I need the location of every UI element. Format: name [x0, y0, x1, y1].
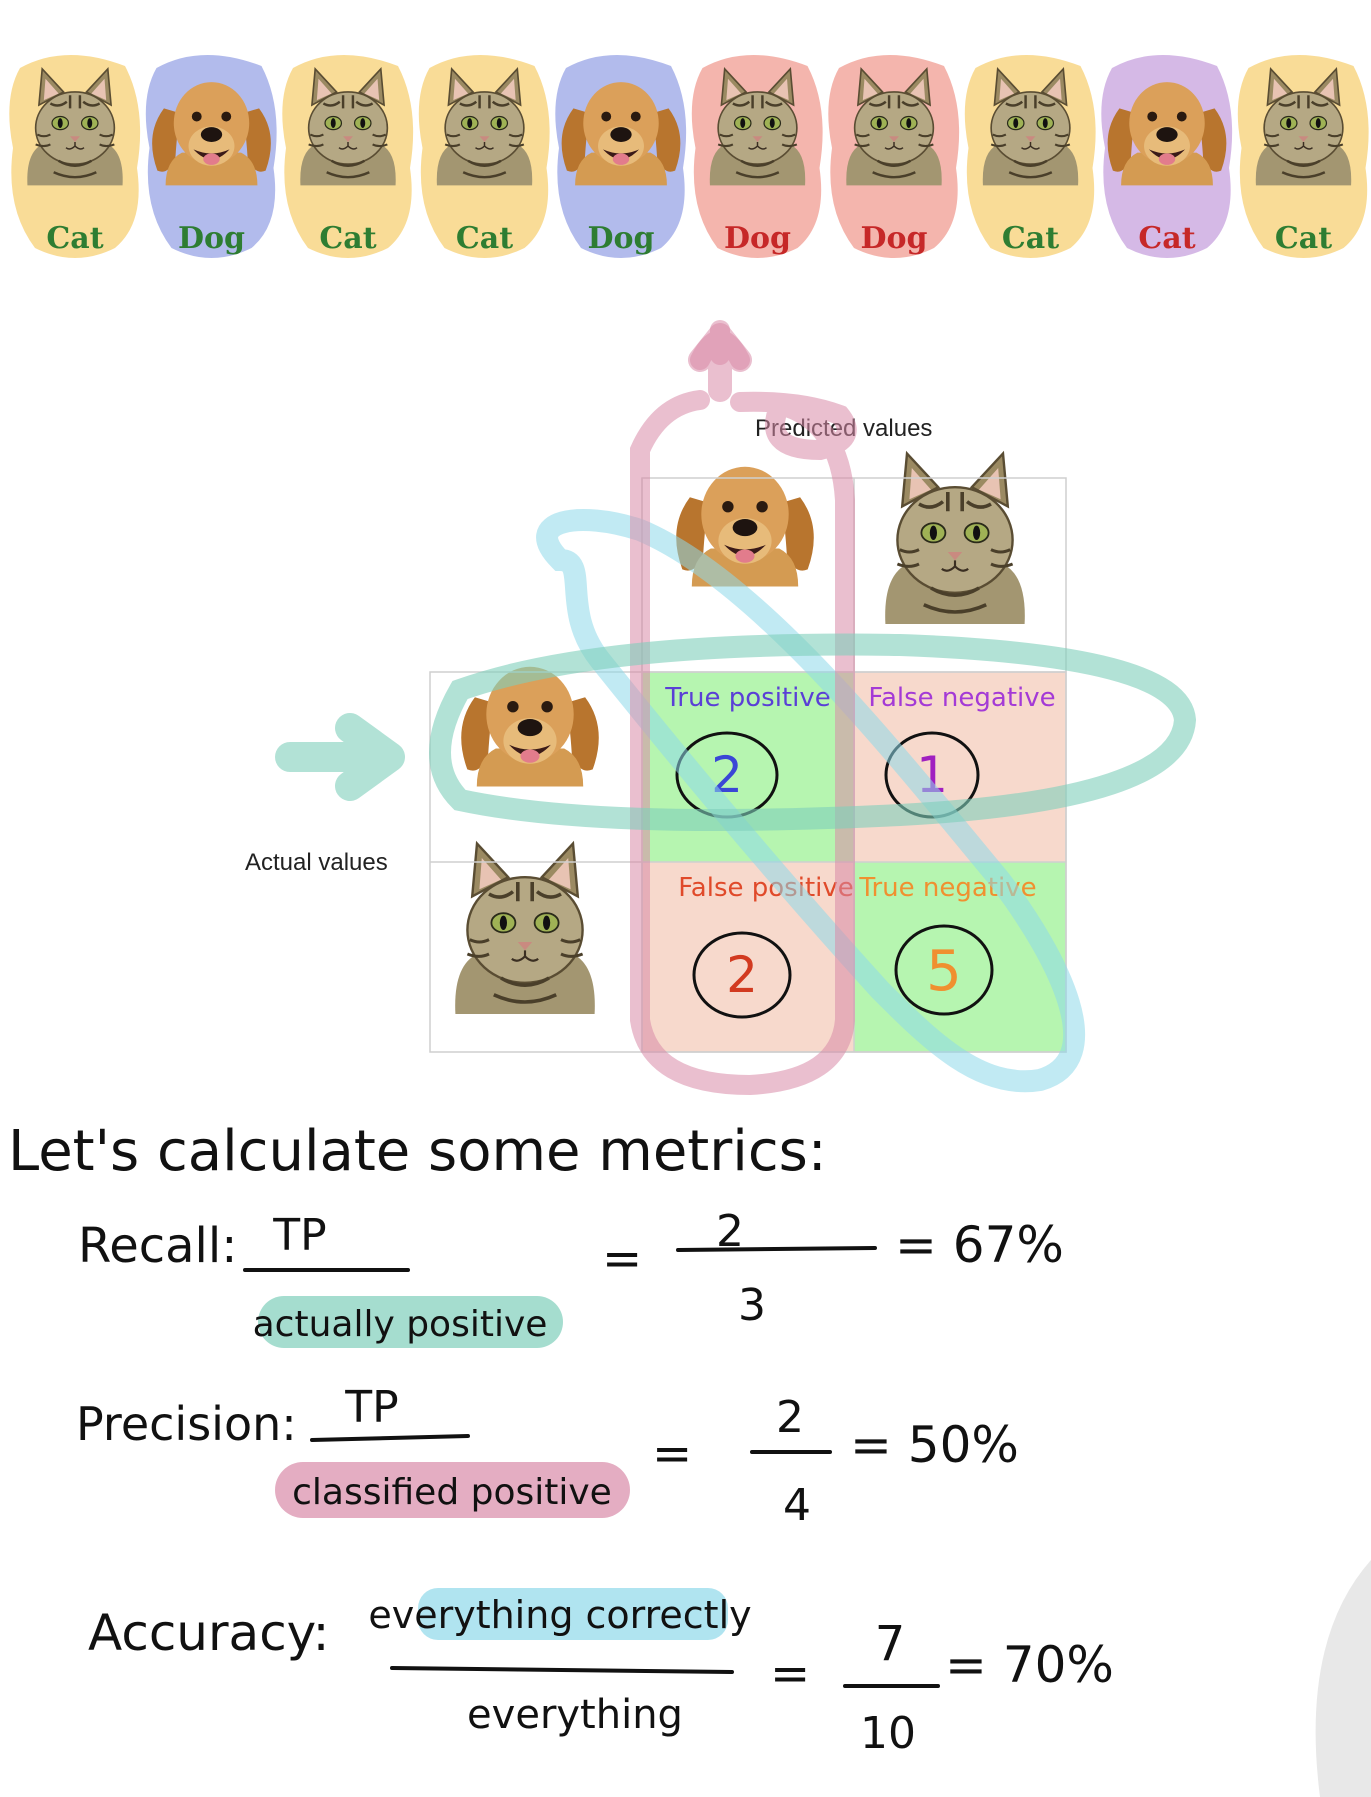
tn-value-circle [894, 924, 994, 1016]
false-positive-cell [642, 862, 854, 1052]
page-curl-shadow [1315, 1560, 1371, 1797]
recall-denominator-highlight [258, 1296, 563, 1348]
prediction-strip: Cat Dog Cat Cat Dog Dog Dog Cat Cat Cat [9, 54, 1369, 258]
precision-result: = 50% [850, 1416, 1019, 1474]
precision-equals: = [652, 1426, 692, 1482]
predicted-cat-image [883, 451, 1027, 626]
strip-label: Cat [46, 221, 103, 256]
fp-value-circle [692, 931, 792, 1019]
strip-label: Dog [860, 221, 927, 256]
precision-eq-numerator: 2 [776, 1392, 804, 1443]
false-negative-label: False negative [868, 683, 1055, 713]
recall-equals: = [602, 1231, 642, 1287]
accuracy-eq-numerator: 7 [875, 1616, 906, 1672]
metrics-heading: Let's calculate some metrics: [8, 1119, 827, 1184]
accuracy-result: = 70% [945, 1636, 1114, 1694]
accuracy-numerator-highlight [418, 1588, 728, 1640]
actual-cat-image [453, 841, 597, 1016]
strip-label: Dog [587, 221, 654, 256]
strip-item: Cat [964, 54, 1096, 258]
strip-item: Cat [418, 54, 550, 258]
false-positive-value: 2 [726, 946, 758, 1004]
strip-item: Dog [691, 54, 823, 258]
strip-item: Dog [145, 54, 277, 258]
precision-numerator: TP [344, 1382, 398, 1433]
strip-item: Dog [555, 54, 687, 258]
accuracy-name: Accuracy: [88, 1604, 329, 1662]
strip-label: Cat [1002, 221, 1059, 256]
precision-denominator: classified positive [292, 1472, 612, 1513]
strip-label: Cat [1275, 221, 1332, 256]
true-positive-label: True positive [664, 683, 830, 713]
precision-row: Precision: TP classified positive = 2 4 … [76, 1382, 1019, 1531]
strip-label: Dog [724, 221, 791, 256]
recall-name: Recall: [78, 1218, 237, 1274]
strip-label: Cat [319, 221, 376, 256]
recall-denominator: actually positive [253, 1304, 548, 1345]
predicted-arrow-icon [688, 323, 752, 402]
actual-axis-label: Actual values [245, 849, 388, 876]
recall-numerator: TP [272, 1210, 326, 1261]
strip-item: Cat [1101, 54, 1233, 258]
strip-item: Cat [1237, 54, 1369, 258]
strip-label: Cat [456, 221, 513, 256]
precision-denominator-highlight [275, 1462, 630, 1518]
strip-item: Cat [9, 54, 141, 258]
accuracy-row: Accuracy: everything correctly everythin… [88, 1588, 1114, 1759]
strip-label: Dog [178, 221, 245, 256]
false-positive-label: False positive [678, 873, 854, 903]
strip-item: Cat [282, 54, 414, 258]
accuracy-eq-denominator: 10 [860, 1708, 916, 1759]
accuracy-denominator: everything [467, 1692, 683, 1738]
recall-eq-denominator: 3 [738, 1280, 766, 1331]
actual-arrow-icon [275, 713, 405, 801]
actual-positive-highlight [429, 633, 1197, 831]
true-negative-cell [854, 862, 1066, 1052]
true-negative-value: 5 [926, 939, 962, 1004]
accuracy-equals: = [770, 1646, 810, 1702]
strip-item: Dog [828, 54, 960, 258]
recall-result: = 67% [895, 1216, 1064, 1274]
accuracy-numerator: everything correctly [368, 1593, 751, 1637]
precision-eq-denominator: 4 [783, 1480, 811, 1531]
strip-label: Cat [1138, 221, 1195, 256]
recall-row: Recall: TP actually positive = 2 3 = 67% [78, 1206, 1064, 1348]
precision-name: Precision: [76, 1397, 297, 1451]
confusion-matrix: Predicted values Actual values True posi… [245, 320, 1197, 1096]
metrics-section: Let's calculate some metrics: Recall: TP… [8, 1119, 1114, 1759]
